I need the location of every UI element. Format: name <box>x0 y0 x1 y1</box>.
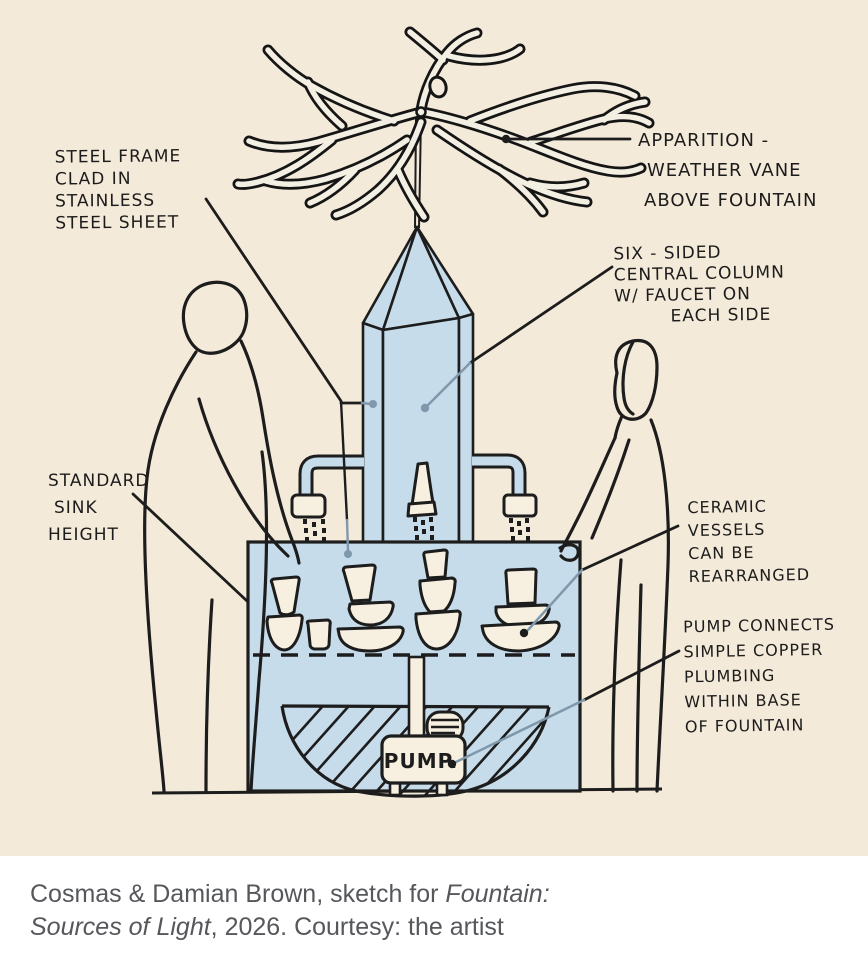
apparition-weather-vane <box>232 26 655 223</box>
note-line: SINK <box>54 498 98 518</box>
faucet-heads <box>290 461 538 519</box>
note-line: ABOVE FOUNTAIN <box>644 190 818 211</box>
caption-line: Sources of Light, 2026. Courtesy: the ar… <box>30 913 504 941</box>
note-line: PUMP CONNECTS <box>682 614 836 637</box>
note-line: SIX - SIDED <box>613 242 722 265</box>
note-apparition: APPARITION - WEATHER VANE ABOVE FOUNTAIN <box>638 126 817 216</box>
note-line: PLUMBING <box>683 665 776 687</box>
right-figure <box>558 338 670 793</box>
note-six-sided: SIX - SIDED CENTRAL COLUMN W/ FAUCET ON … <box>613 242 785 329</box>
left-figure <box>143 280 301 793</box>
note-steel-frame: STEEL FRAME CLAD IN STAINLESS STEEL SHEE… <box>55 145 182 234</box>
faucet-pipes <box>298 453 527 497</box>
note-line: W/ FAUCET ON <box>614 284 752 307</box>
note-line: STEEL SHEET <box>55 212 180 234</box>
note-line: CAN BE <box>688 542 755 564</box>
pump-assembly: PUMP. <box>380 655 467 797</box>
note-line: REARRANGED <box>688 564 811 587</box>
note-line: WITHIN BASE <box>684 690 802 712</box>
note-line: OF FOUNTAIN <box>684 715 805 737</box>
note-line: HEIGHT <box>48 525 119 545</box>
central-column <box>361 225 475 545</box>
note-line: CLAD IN <box>54 168 132 190</box>
note-line: STEEL FRAME <box>54 146 182 168</box>
water-drip-dots <box>303 517 530 542</box>
pump-label: PUMP. <box>384 749 458 773</box>
pump-pipe <box>407 655 426 741</box>
caption-line: Cosmas & Damian Brown, sketch for Founta… <box>30 880 550 908</box>
pump-box <box>380 734 467 785</box>
vane-pivot <box>415 106 427 118</box>
caption: Cosmas & Damian Brown, sketch for Founta… <box>30 878 550 944</box>
note-line: CERAMIC <box>687 496 767 518</box>
note-line: VESSELS <box>687 519 766 541</box>
note-line: CENTRAL COLUMN <box>613 262 786 286</box>
note-line: APPARITION - <box>638 130 770 151</box>
note-line: STANDARD <box>48 471 150 491</box>
note-line: SIMPLE COPPER <box>683 639 824 662</box>
note-ceramic-vessels: CERAMIC VESSELS CAN BE REARRANGED <box>687 494 810 588</box>
note-line: STAINLESS <box>55 190 156 212</box>
leader-lines <box>131 134 681 769</box>
note-pump-connects: PUMP CONNECTS SIMPLE COPPER PLUMBING WIT… <box>683 612 837 740</box>
note-standard-sink: STANDARD SINK HEIGHT <box>48 468 150 549</box>
note-line: EACH SIDE <box>670 304 772 327</box>
fountain-sketch: PUMP. <box>0 0 868 856</box>
note-line: WEATHER VANE <box>647 160 802 181</box>
